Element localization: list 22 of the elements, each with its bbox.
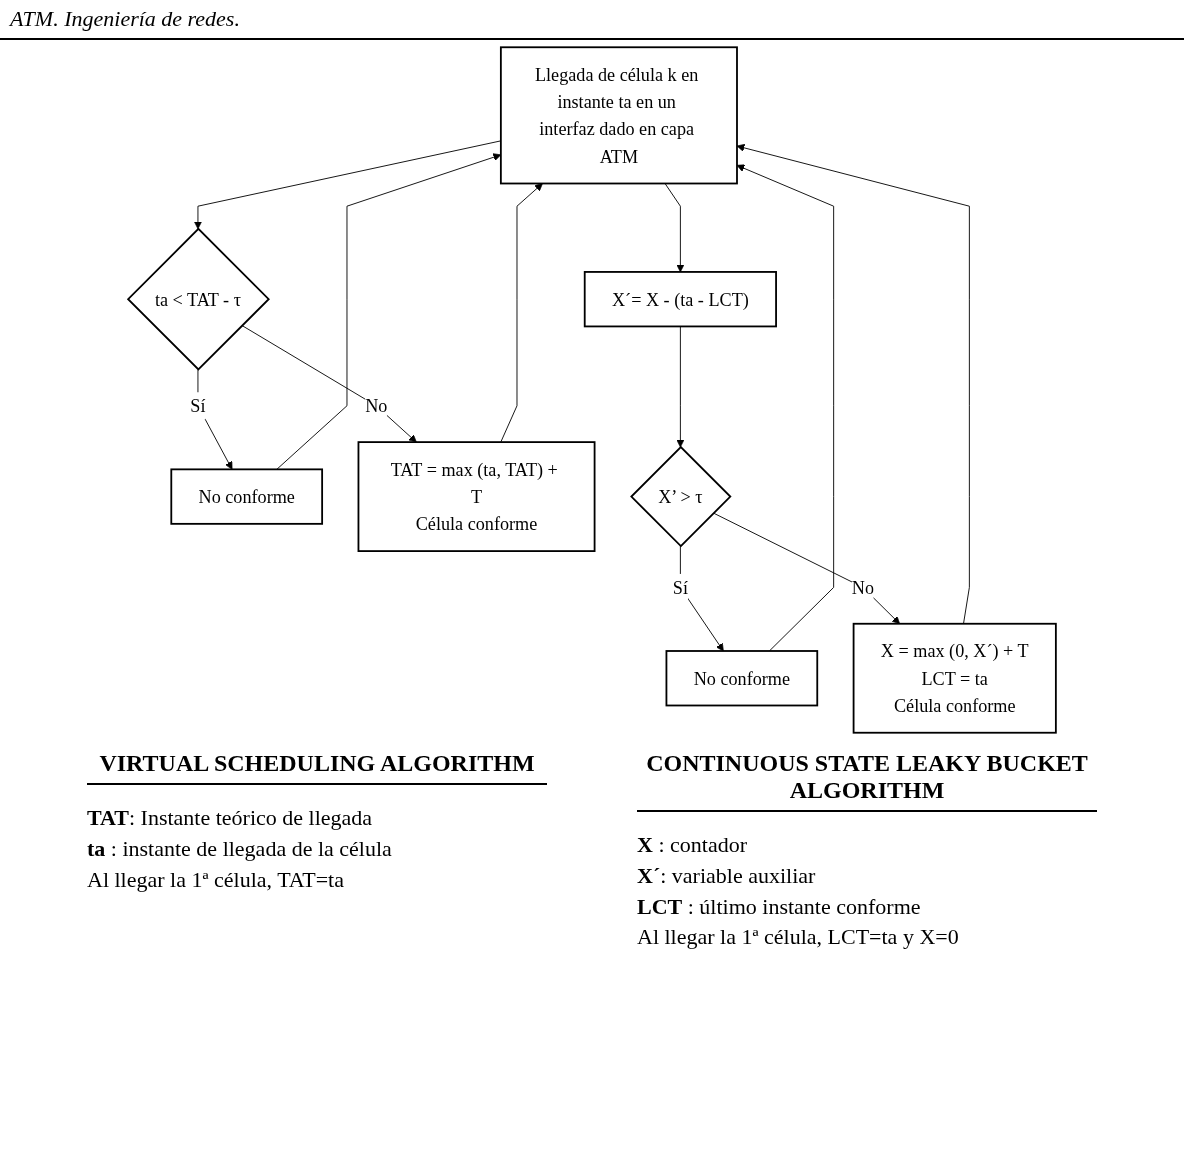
- definition-text: Al llegar la 1ª célula, LCT=ta y X=0: [637, 923, 960, 952]
- node-box: X´= X - (ta - LCT): [583, 271, 777, 328]
- edge-label: No: [851, 577, 875, 598]
- edge-label: Sí: [672, 577, 688, 598]
- node-box: No conforme: [170, 468, 324, 525]
- node-box: Llegada de célula k en instante ta en un interfaz dado en capa ATM: [499, 46, 738, 185]
- node-diamond: ta < TAT - τ: [126, 227, 270, 371]
- node-diamond: X’ > τ: [630, 445, 732, 548]
- edge-label: No: [365, 395, 388, 416]
- algorithm-title: VIRTUAL SCHEDULING ALGORITHM: [87, 750, 547, 785]
- definition-text: X : contador: [637, 831, 748, 859]
- page-header: ATM. Ingeniería de redes.: [10, 6, 240, 31]
- node-box: No conforme: [665, 650, 819, 707]
- definition-text: TAT: Instante teórico de llegada: [87, 804, 374, 832]
- definition-text: LCT : último instante conforme: [637, 892, 922, 921]
- algorithm-title: CONTINUOUS STATE LEAKY BUCKET ALGORITHM: [637, 750, 1097, 812]
- definition-text: X´: variable auxiliar: [637, 861, 817, 890]
- definition-text: ta : instante de llegada de la célula: [87, 834, 393, 863]
- edge-label: Sí: [190, 395, 206, 416]
- node-box: TAT = max (ta, TAT) + T Célula conforme: [357, 441, 596, 552]
- node-box: X = max (0, X´) + T LCT = ta Célula conforme: [852, 622, 1057, 734]
- definition-text: Al llegar la 1ª célula, TAT=ta: [87, 865, 345, 894]
